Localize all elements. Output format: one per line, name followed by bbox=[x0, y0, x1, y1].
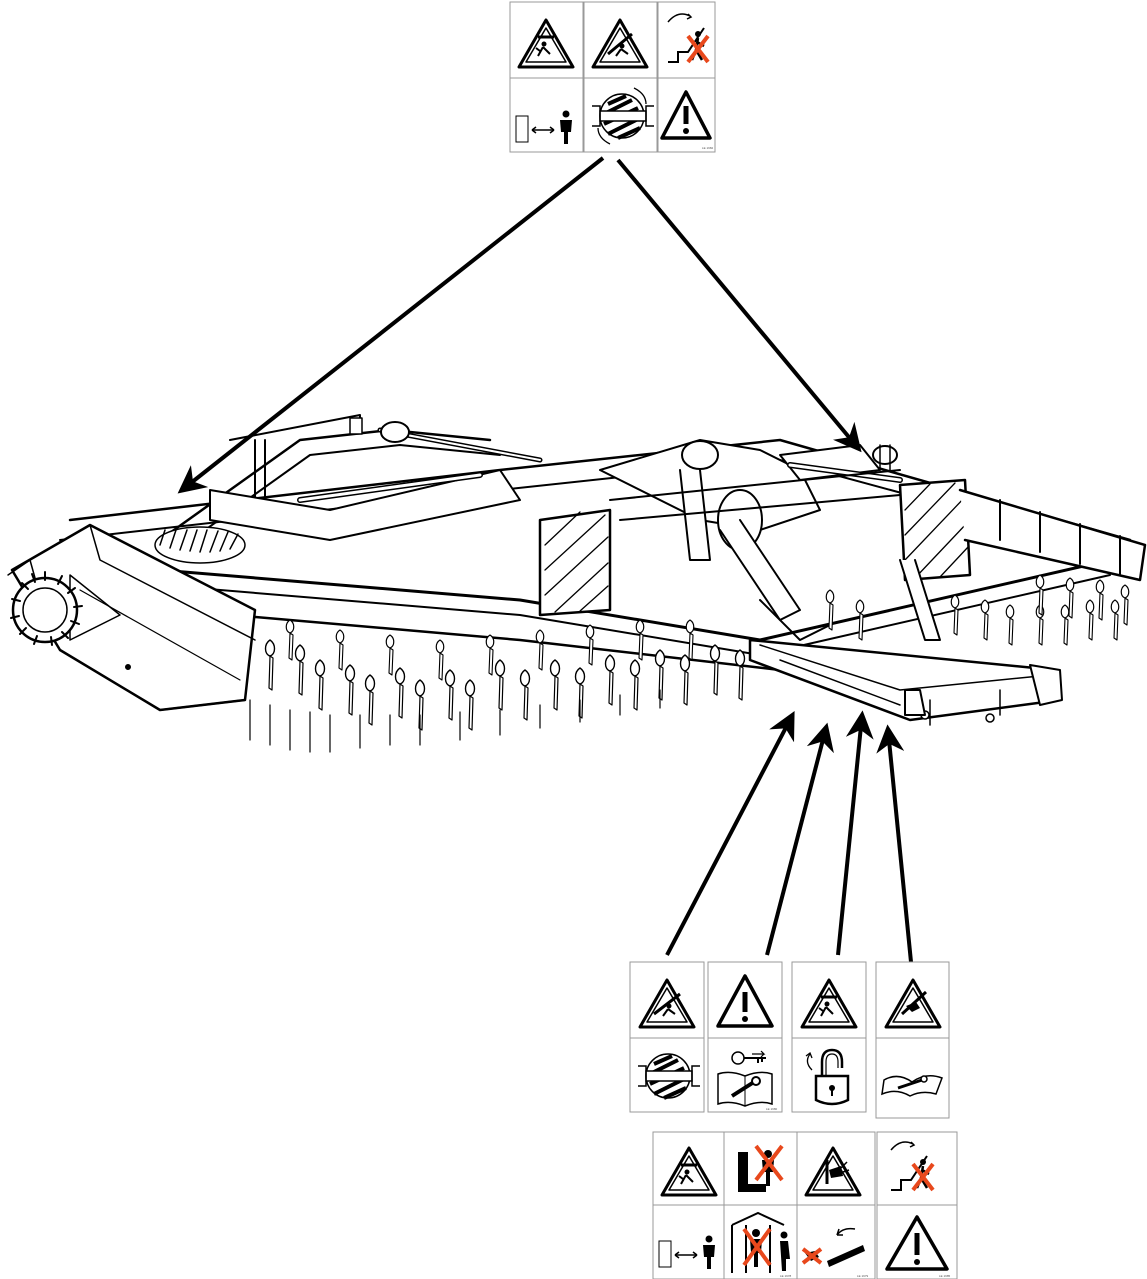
cultivator-illustration bbox=[7, 414, 1147, 753]
decal-set-drawbar-lower: LE 1978 LE 1979 bbox=[652, 1131, 958, 1279]
hand-crush-warning-icon bbox=[796, 1131, 876, 1206]
crush-overhead-warning-icon bbox=[509, 1, 584, 79]
general-warning-icon bbox=[707, 961, 783, 1039]
decal-code-bottom-3: LE 1985 bbox=[939, 1274, 951, 1278]
rotating-parts-icon bbox=[629, 1037, 705, 1113]
decal-set-drawbar-upper: LE 1980 bbox=[629, 961, 950, 1119]
no-riding-on-machine-icon bbox=[876, 1131, 958, 1206]
lock-before-transport-icon bbox=[791, 1037, 867, 1113]
keep-safe-distance-icon bbox=[652, 1204, 725, 1279]
no-standing-near-icon bbox=[723, 1131, 798, 1206]
no-standing-between-icon: LE 1978 bbox=[723, 1204, 798, 1279]
arrow-drawbar-4 bbox=[876, 724, 913, 963]
arrow-drawbar-2 bbox=[765, 722, 834, 956]
callout-arrows bbox=[177, 156, 913, 963]
hand-crush-warning-icon bbox=[875, 961, 950, 1039]
arrow-drawbar-3 bbox=[836, 710, 874, 956]
keep-safe-distance-icon bbox=[509, 77, 584, 153]
decal-code-bottom-2: LE 1979 bbox=[857, 1274, 869, 1278]
crush-folding-wing-warning-icon bbox=[583, 1, 658, 79]
decal-code-bottom-1: LE 1978 bbox=[780, 1274, 792, 1278]
no-riding-on-machine-icon bbox=[657, 1, 716, 79]
arrow-top-left bbox=[177, 156, 605, 494]
decal-code-mid: LE 1980 bbox=[766, 1107, 778, 1111]
crush-overhead-warning-icon bbox=[791, 961, 867, 1039]
read-manual-remove-key-icon: LE 1980 bbox=[707, 1037, 783, 1113]
decal-set-top: LE 1982 bbox=[509, 1, 716, 153]
crush-overhead-warning-icon bbox=[652, 1131, 725, 1206]
decal-code-top: LE 1982 bbox=[702, 146, 714, 150]
read-manual-icon bbox=[875, 1037, 950, 1119]
general-warning-icon: LE 1982 bbox=[657, 77, 716, 153]
crush-folding-wing-warning-icon bbox=[629, 961, 705, 1039]
no-climbing-on-drawbar-icon: LE 1979 bbox=[796, 1204, 876, 1279]
arrow-drawbar-1 bbox=[665, 711, 795, 956]
arrow-top-right bbox=[616, 158, 862, 453]
rotating-parts-icon bbox=[583, 77, 658, 153]
general-warning-icon: LE 1985 bbox=[876, 1204, 958, 1279]
